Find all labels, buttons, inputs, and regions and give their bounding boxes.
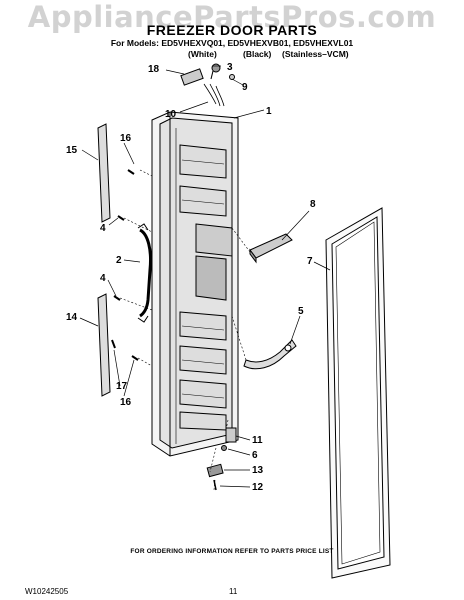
- door-handle: [137, 223, 152, 323]
- callout-16-lower: 16: [120, 397, 132, 408]
- callout-13: 13: [252, 465, 264, 476]
- callout-16-upper: 16: [120, 133, 132, 144]
- callout-2: 2: [116, 255, 122, 266]
- door-bin: [243, 339, 297, 370]
- callout-14: 14: [66, 312, 78, 323]
- door-panel: [151, 111, 239, 457]
- callout-5: 5: [298, 306, 304, 317]
- color-white: (White): [188, 49, 217, 59]
- callout-15: 15: [66, 145, 78, 156]
- callout-11: 11: [252, 435, 263, 446]
- watermark: AppliancePartsPros.com: [27, 0, 437, 34]
- door-gasket: [325, 207, 391, 579]
- callout-12: 12: [252, 482, 264, 493]
- callout-9: 9: [242, 82, 248, 93]
- callout-4-upper: 4: [100, 223, 106, 234]
- callout-17: 17: [116, 381, 128, 392]
- document-code: W10242505: [25, 587, 69, 596]
- callout-3: 3: [227, 62, 233, 73]
- color-stainless: (Stainless–VCM): [282, 49, 349, 59]
- handle-trim-lower: [97, 293, 111, 397]
- color-black: (Black): [243, 49, 272, 59]
- page-title: FREEZER DOOR PARTS: [146, 22, 318, 38]
- callout-6: 6: [252, 450, 258, 461]
- hinge-parts: [206, 427, 237, 491]
- trim-shelf: [249, 233, 293, 264]
- callout-1: 1: [266, 106, 272, 117]
- wire-harness: [180, 63, 235, 107]
- callout-7: 7: [307, 256, 313, 267]
- callout-10: 10: [165, 109, 177, 120]
- handle-trim-upper: [97, 123, 111, 223]
- callout-4-lower: 4: [100, 273, 106, 284]
- screws: [111, 169, 139, 361]
- page-number: 11: [229, 587, 238, 596]
- ordering-info-footer: FOR ORDERING INFORMATION REFER TO PARTS …: [130, 548, 334, 555]
- callout-18: 18: [148, 64, 160, 75]
- callout-8: 8: [310, 199, 316, 210]
- models-line: For Models: ED5VHEXVQ01, ED5VHEXVB01, ED…: [110, 38, 354, 48]
